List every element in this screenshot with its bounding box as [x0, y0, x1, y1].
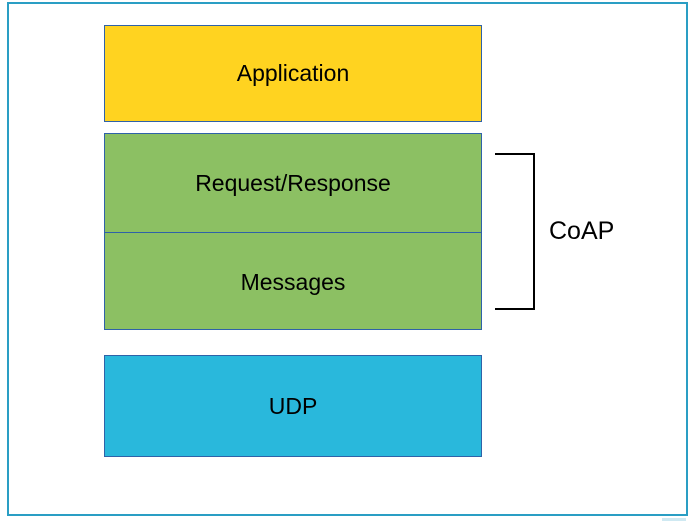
layer-label-udp: UDP [268, 392, 318, 419]
layer-label-application: Application [236, 60, 350, 86]
coap-group-label: CoAP [549, 217, 615, 245]
coap-group-bracket [495, 153, 535, 310]
layer-box-application[interactable]: Application [104, 25, 482, 122]
layer-box-udp[interactable]: UDP [104, 355, 482, 457]
layer-box-request-response[interactable]: Request/Response [104, 133, 482, 233]
layer-label-messages: Messages [240, 269, 346, 295]
frame-edge-artifact [662, 518, 686, 521]
layer-label-request-response: Request/Response [195, 170, 391, 196]
layer-box-messages[interactable]: Messages [104, 232, 482, 330]
